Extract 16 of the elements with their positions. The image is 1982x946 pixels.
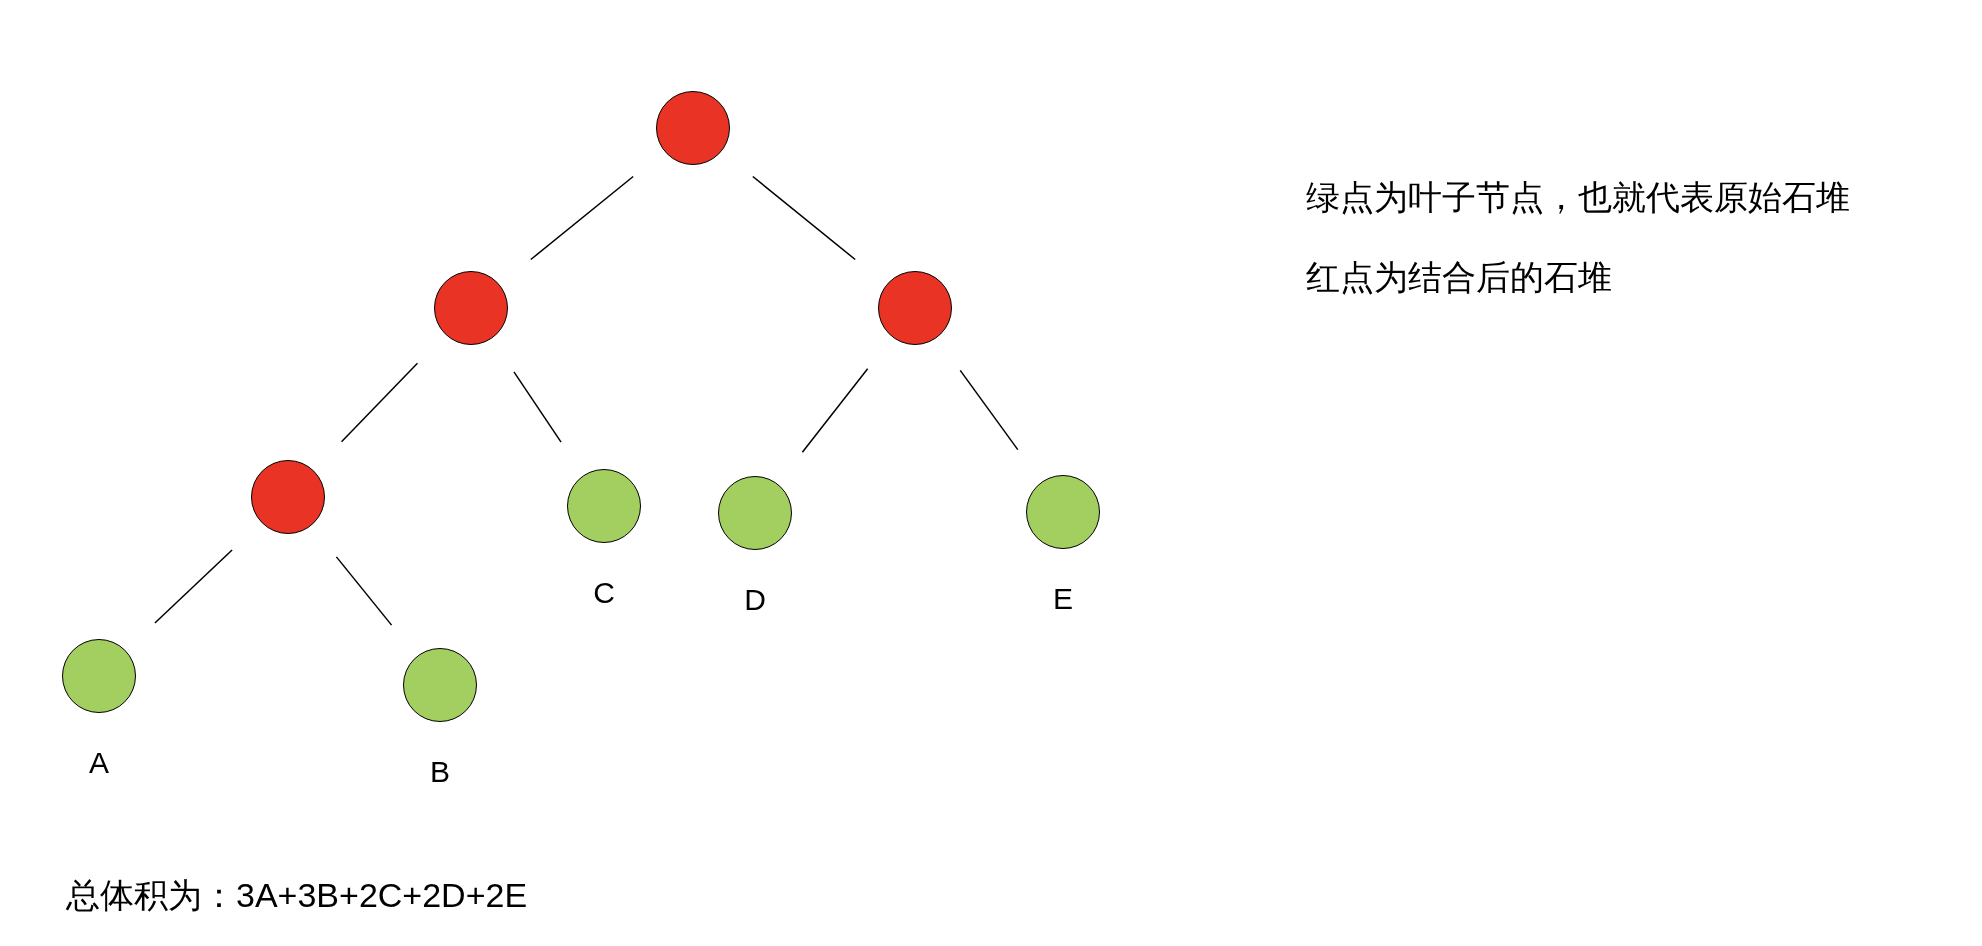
connector-line	[959, 369, 1019, 451]
formula-text: 总体积为：3A+3B+2C+2D+2E	[66, 875, 528, 916]
node-letter: B	[430, 757, 450, 787]
connector-line	[335, 556, 393, 626]
connector-line	[530, 175, 634, 261]
connector-line	[801, 367, 869, 454]
connector-line	[513, 371, 562, 443]
node-letter: E	[1053, 584, 1073, 614]
explanation-note: 红点为结合后的石堆	[1306, 257, 1612, 298]
node-letter: D	[744, 585, 766, 615]
node-letter: A	[89, 748, 109, 778]
connector-line	[154, 549, 233, 624]
connector-line	[752, 175, 856, 261]
node-letter: C	[593, 578, 615, 608]
explanation-note: 绿点为叶子节点，也就代表原始石堆	[1306, 177, 1850, 218]
connector-line	[340, 362, 419, 443]
